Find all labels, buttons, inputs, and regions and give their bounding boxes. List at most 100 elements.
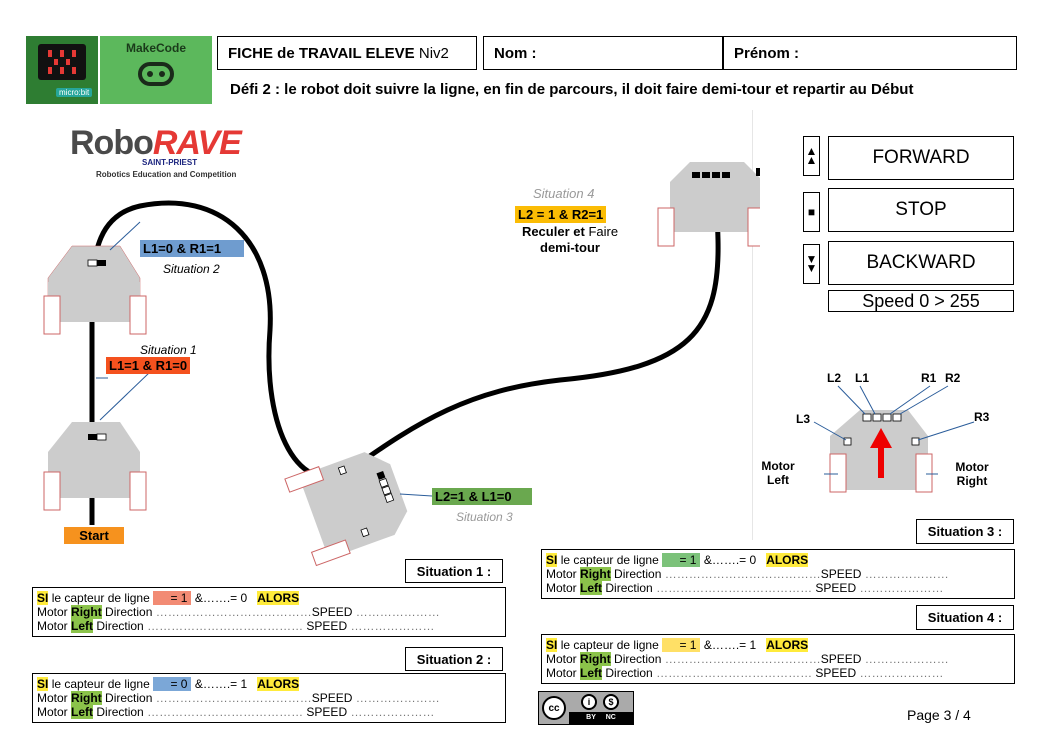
left-keyword: Left [71, 705, 94, 719]
direction-text: Direction [605, 581, 653, 595]
firstname-label: Prénom : [734, 44, 800, 62]
situation-3-name: Situation 3 [456, 510, 513, 524]
situation-2-answer[interactable]: SI le capteur de ligne = 0 &…….= 1 ALORS… [32, 673, 506, 723]
capteur-text: le capteur de ligne [51, 591, 150, 605]
situation-4-condition: L2 = 1 & R2=1 [515, 206, 607, 223]
dots: ………………… [859, 581, 944, 595]
firstname-field[interactable]: Prénom : [723, 36, 1017, 70]
direction-text: Direction [605, 666, 653, 680]
motor-right-b: Right [956, 474, 988, 488]
direction-text: Direction [105, 605, 153, 619]
alors-keyword: ALORS [257, 677, 300, 691]
dots: ………………… [350, 619, 435, 633]
by-icon: i [581, 694, 597, 710]
dots: ………………………………… [664, 567, 821, 581]
situation-4-name: Situation 4 [533, 186, 595, 201]
speed-text: SPEED [820, 567, 862, 581]
direction-text: Direction [105, 691, 153, 705]
worksheet-title: FICHE de TRAVAIL ELEVE Niv2 [217, 36, 477, 70]
makecode-logo: MakeCode [100, 36, 212, 104]
sensor-r2-label: R2 [945, 371, 961, 385]
backward-icon[interactable]: ▼▼ [803, 244, 820, 284]
situation-4-answer[interactable]: SI le capteur de ligne = 1 &…….= 1 ALORS… [541, 634, 1015, 684]
logo-robo: Robo [70, 124, 154, 162]
s2-value-a: = 0 [170, 677, 188, 691]
s1-value-b: &…….= 0 [194, 591, 248, 605]
capteur-text: le capteur de ligne [51, 677, 150, 691]
speed-text: SPEED [306, 619, 348, 633]
vertical-divider [752, 110, 753, 540]
cc-license-badge: cc i $ BY NC [538, 691, 634, 725]
sensor-l1-label: L1 [855, 371, 870, 385]
motor-text: Motor [546, 666, 577, 680]
capteur-text: le capteur de ligne [560, 638, 659, 652]
motor-text: Motor [37, 619, 68, 633]
sensor-diagram [813, 385, 975, 493]
dots: ………………… [864, 652, 949, 666]
speed-text: SPEED [815, 581, 857, 595]
s4-value-b: &…….= 1 [703, 638, 757, 652]
robot-situation-4 [657, 162, 760, 247]
title-level: Niv2 [418, 44, 449, 62]
left-keyword: Left [71, 619, 94, 633]
s3-value-a: = 1 [679, 553, 697, 567]
direction-text: Direction [96, 705, 144, 719]
motor-text: Motor [37, 705, 68, 719]
situation-1-title: Situation 1 : [405, 559, 503, 583]
stop-icon[interactable]: ■ [803, 192, 820, 232]
forward-icon[interactable]: ▲▲ [803, 136, 820, 176]
dots: ………………… [355, 691, 440, 705]
situation-3-answer[interactable]: SI le capteur de ligne = 1 &…….= 0 ALORS… [541, 549, 1015, 599]
dots: ………………… [355, 605, 440, 619]
alors-keyword: ALORS [766, 553, 809, 567]
direction-text: Direction [614, 567, 662, 581]
dots: ………………… [864, 567, 949, 581]
nc-icon: $ [603, 694, 619, 710]
situation-1-answer[interactable]: SI le capteur de ligne = 1 &…….= 0 ALORS… [32, 587, 506, 637]
motor-left-b: Left [767, 473, 789, 487]
sensor-r3-label: R3 [974, 410, 990, 424]
dots: ………………………………… [155, 691, 312, 705]
situation-1-condition: L1=1 & R1=0 [106, 357, 191, 374]
right-keyword: Right [580, 567, 611, 581]
roborave-logo: RoboRAVE SAINT-PRIEST Robotics Education… [70, 124, 290, 184]
sensor-l2-label: L2 [827, 371, 842, 385]
cc-icon: cc [542, 696, 566, 720]
speed-text: SPEED [311, 691, 353, 705]
dots: ………………………………… [147, 705, 304, 719]
s1-value-a: = 1 [170, 591, 188, 605]
speed-text: SPEED [820, 652, 862, 666]
backward-button[interactable]: BACKWARD [828, 241, 1014, 285]
sensor-r1-label: R1 [921, 371, 937, 385]
alors-keyword: ALORS [257, 591, 300, 605]
speed-field[interactable]: Speed 0 > 255 [828, 290, 1014, 312]
s4-value-a: = 1 [679, 638, 697, 652]
dots: ………………………………… [656, 666, 813, 680]
license-text: BY NC [569, 712, 633, 724]
forward-button[interactable]: FORWARD [828, 136, 1014, 180]
right-keyword: Right [71, 691, 102, 705]
s2-value-b: &…….= 1 [194, 677, 248, 691]
start-label: Start [64, 527, 124, 544]
stop-button[interactable]: STOP [828, 188, 1014, 232]
situation-3-title: Situation 3 : [916, 519, 1014, 544]
situation-4-title: Situation 4 : [916, 605, 1014, 630]
left-keyword: Left [580, 581, 603, 595]
makecode-label: MakeCode [125, 41, 187, 55]
dots: ………………………………… [656, 581, 813, 595]
black-line-track [89, 167, 721, 525]
logo-tagline: Robotics Education and Competition [96, 170, 237, 179]
dots: ………………………………… [155, 605, 312, 619]
si-keyword: SI [37, 677, 49, 691]
motor-text: Motor [546, 567, 577, 581]
situation-2-condition: L1=0 & R1=1 [140, 240, 244, 257]
challenge-text: Défi 2 : le robot doit suivre la ligne, … [230, 81, 914, 98]
speed-text: SPEED [306, 705, 348, 719]
situation-2-name: Situation 2 [163, 262, 220, 276]
logo-sub: SAINT-PRIEST [142, 158, 198, 167]
name-field[interactable]: Nom : [483, 36, 723, 70]
track-diagram [43, 162, 760, 567]
page-number: Page 3 / 4 [907, 707, 971, 723]
sensor-l3-label: L3 [796, 412, 811, 426]
